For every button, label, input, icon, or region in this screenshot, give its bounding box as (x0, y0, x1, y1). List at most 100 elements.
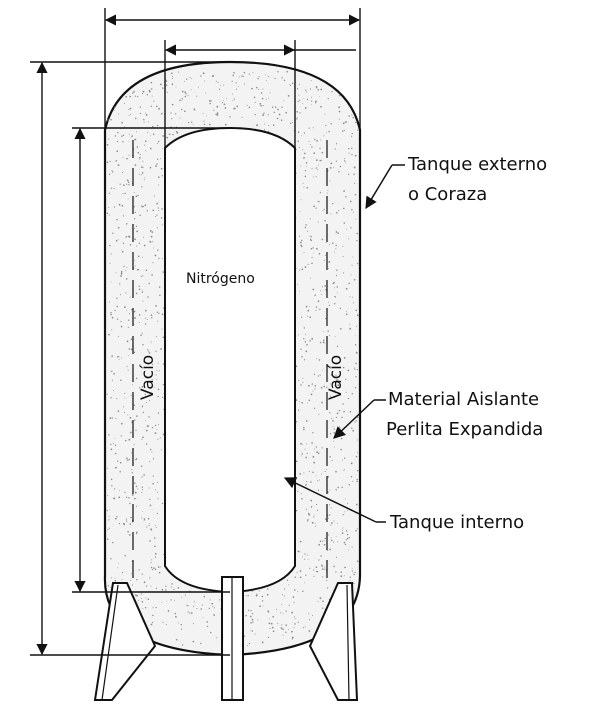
speckle-dot (318, 479, 320, 481)
speckle-dot (267, 636, 270, 639)
speckle-dot (310, 393, 313, 396)
speckle-dot (312, 456, 315, 458)
speckle-dot (136, 579, 138, 581)
speckle-dot (355, 420, 357, 422)
speckle-dot (317, 489, 320, 491)
speckle-dot (156, 214, 158, 216)
speckle-dot (118, 562, 119, 564)
speckle-dot (326, 587, 329, 589)
speckle-dot (320, 473, 323, 475)
speckle-dot (145, 269, 148, 272)
speckle-dot (337, 384, 340, 387)
speckle-dot (312, 614, 314, 616)
speckle-dot (337, 232, 339, 235)
speckle-dot (345, 196, 347, 198)
speckle-dot (128, 313, 131, 315)
speckle-dot (123, 184, 125, 187)
speckle-dot (157, 412, 160, 414)
speckle-dot (122, 215, 125, 217)
speckle-dot (139, 387, 141, 389)
speckle-dot (266, 79, 268, 81)
speckle-dot (352, 256, 354, 258)
speckle-dot (344, 511, 346, 513)
speckle-dot (262, 114, 264, 116)
speckle-dot (320, 555, 322, 557)
leg-right (308, 582, 359, 701)
speckle-dot (267, 130, 270, 133)
speckle-dot (281, 624, 283, 626)
speckle-dot (308, 384, 310, 387)
speckle-dot (115, 239, 118, 242)
speckle-dot (129, 502, 131, 505)
speckle-dot (128, 534, 131, 536)
speckle-dot (341, 486, 343, 488)
speckle-dot (149, 399, 151, 401)
speckle-dot (304, 626, 306, 628)
speckle-dot (315, 167, 317, 170)
speckle-dot (322, 566, 323, 568)
speckle-dot (126, 518, 128, 520)
speckle-dot (303, 472, 305, 474)
speckle-dot (308, 470, 310, 472)
speckle-dot (352, 571, 354, 573)
speckle-dot (129, 107, 132, 110)
speckle-dot (313, 407, 316, 409)
speckle-dot (328, 261, 331, 263)
speckle-dot (151, 241, 153, 243)
speckle-dot (301, 316, 303, 318)
speckle-dot (162, 621, 164, 623)
speckle-dot (141, 517, 143, 519)
speckle-dot (303, 186, 305, 188)
speckle-dot (301, 497, 303, 500)
speckle-dot (108, 333, 110, 336)
speckle-dot (134, 95, 136, 97)
speckle-dot (338, 95, 340, 97)
speckle-dot (134, 238, 136, 241)
speckle-dot (281, 77, 283, 79)
speckle-dot (193, 601, 195, 603)
speckle-dot (154, 432, 157, 434)
speckle-dot (157, 498, 159, 500)
speckle-dot (331, 417, 333, 419)
speckle-dot (134, 227, 135, 229)
speckle-dot (346, 533, 349, 536)
speckle-dot (133, 218, 136, 220)
speckle-dot (113, 443, 114, 444)
speckle-dot (142, 489, 144, 491)
speckle-dot (309, 238, 312, 240)
speckle-dot (330, 162, 333, 165)
speckle-dot (134, 211, 137, 214)
speckle-dot (114, 106, 116, 108)
speckle-dot (254, 101, 256, 103)
speckle-dot (152, 475, 154, 477)
speckle-dot (295, 509, 298, 512)
speckle-dot (116, 150, 119, 153)
speckle-dot (133, 323, 135, 325)
speckle-dot (147, 349, 149, 351)
speckle-dot (110, 397, 112, 399)
speckle-dot (187, 604, 189, 607)
speckle-dot (336, 489, 337, 491)
speckle-dot (147, 598, 150, 600)
speckle-dot (107, 538, 109, 540)
speckle-dot (313, 205, 315, 208)
speckle-dot (321, 540, 324, 542)
speckle-dot (355, 309, 358, 312)
speckle-dot (142, 511, 144, 512)
speckle-dot (255, 594, 258, 597)
speckle-dot (307, 520, 309, 522)
speckle-dot (151, 363, 154, 365)
speckle-dot (234, 107, 236, 110)
speckle-dot (252, 72, 254, 74)
speckle-dot (338, 428, 340, 430)
speckle-dot (317, 169, 319, 171)
speckle-dot (149, 135, 151, 137)
speckle-dot (189, 612, 191, 614)
speckle-dot (311, 383, 313, 385)
speckle-dot (243, 83, 245, 85)
speckle-dot (305, 443, 307, 445)
speckle-dot (127, 158, 129, 160)
speckle-dot (343, 541, 346, 544)
speckle-dot (310, 80, 312, 82)
speckle-dot (312, 176, 314, 178)
